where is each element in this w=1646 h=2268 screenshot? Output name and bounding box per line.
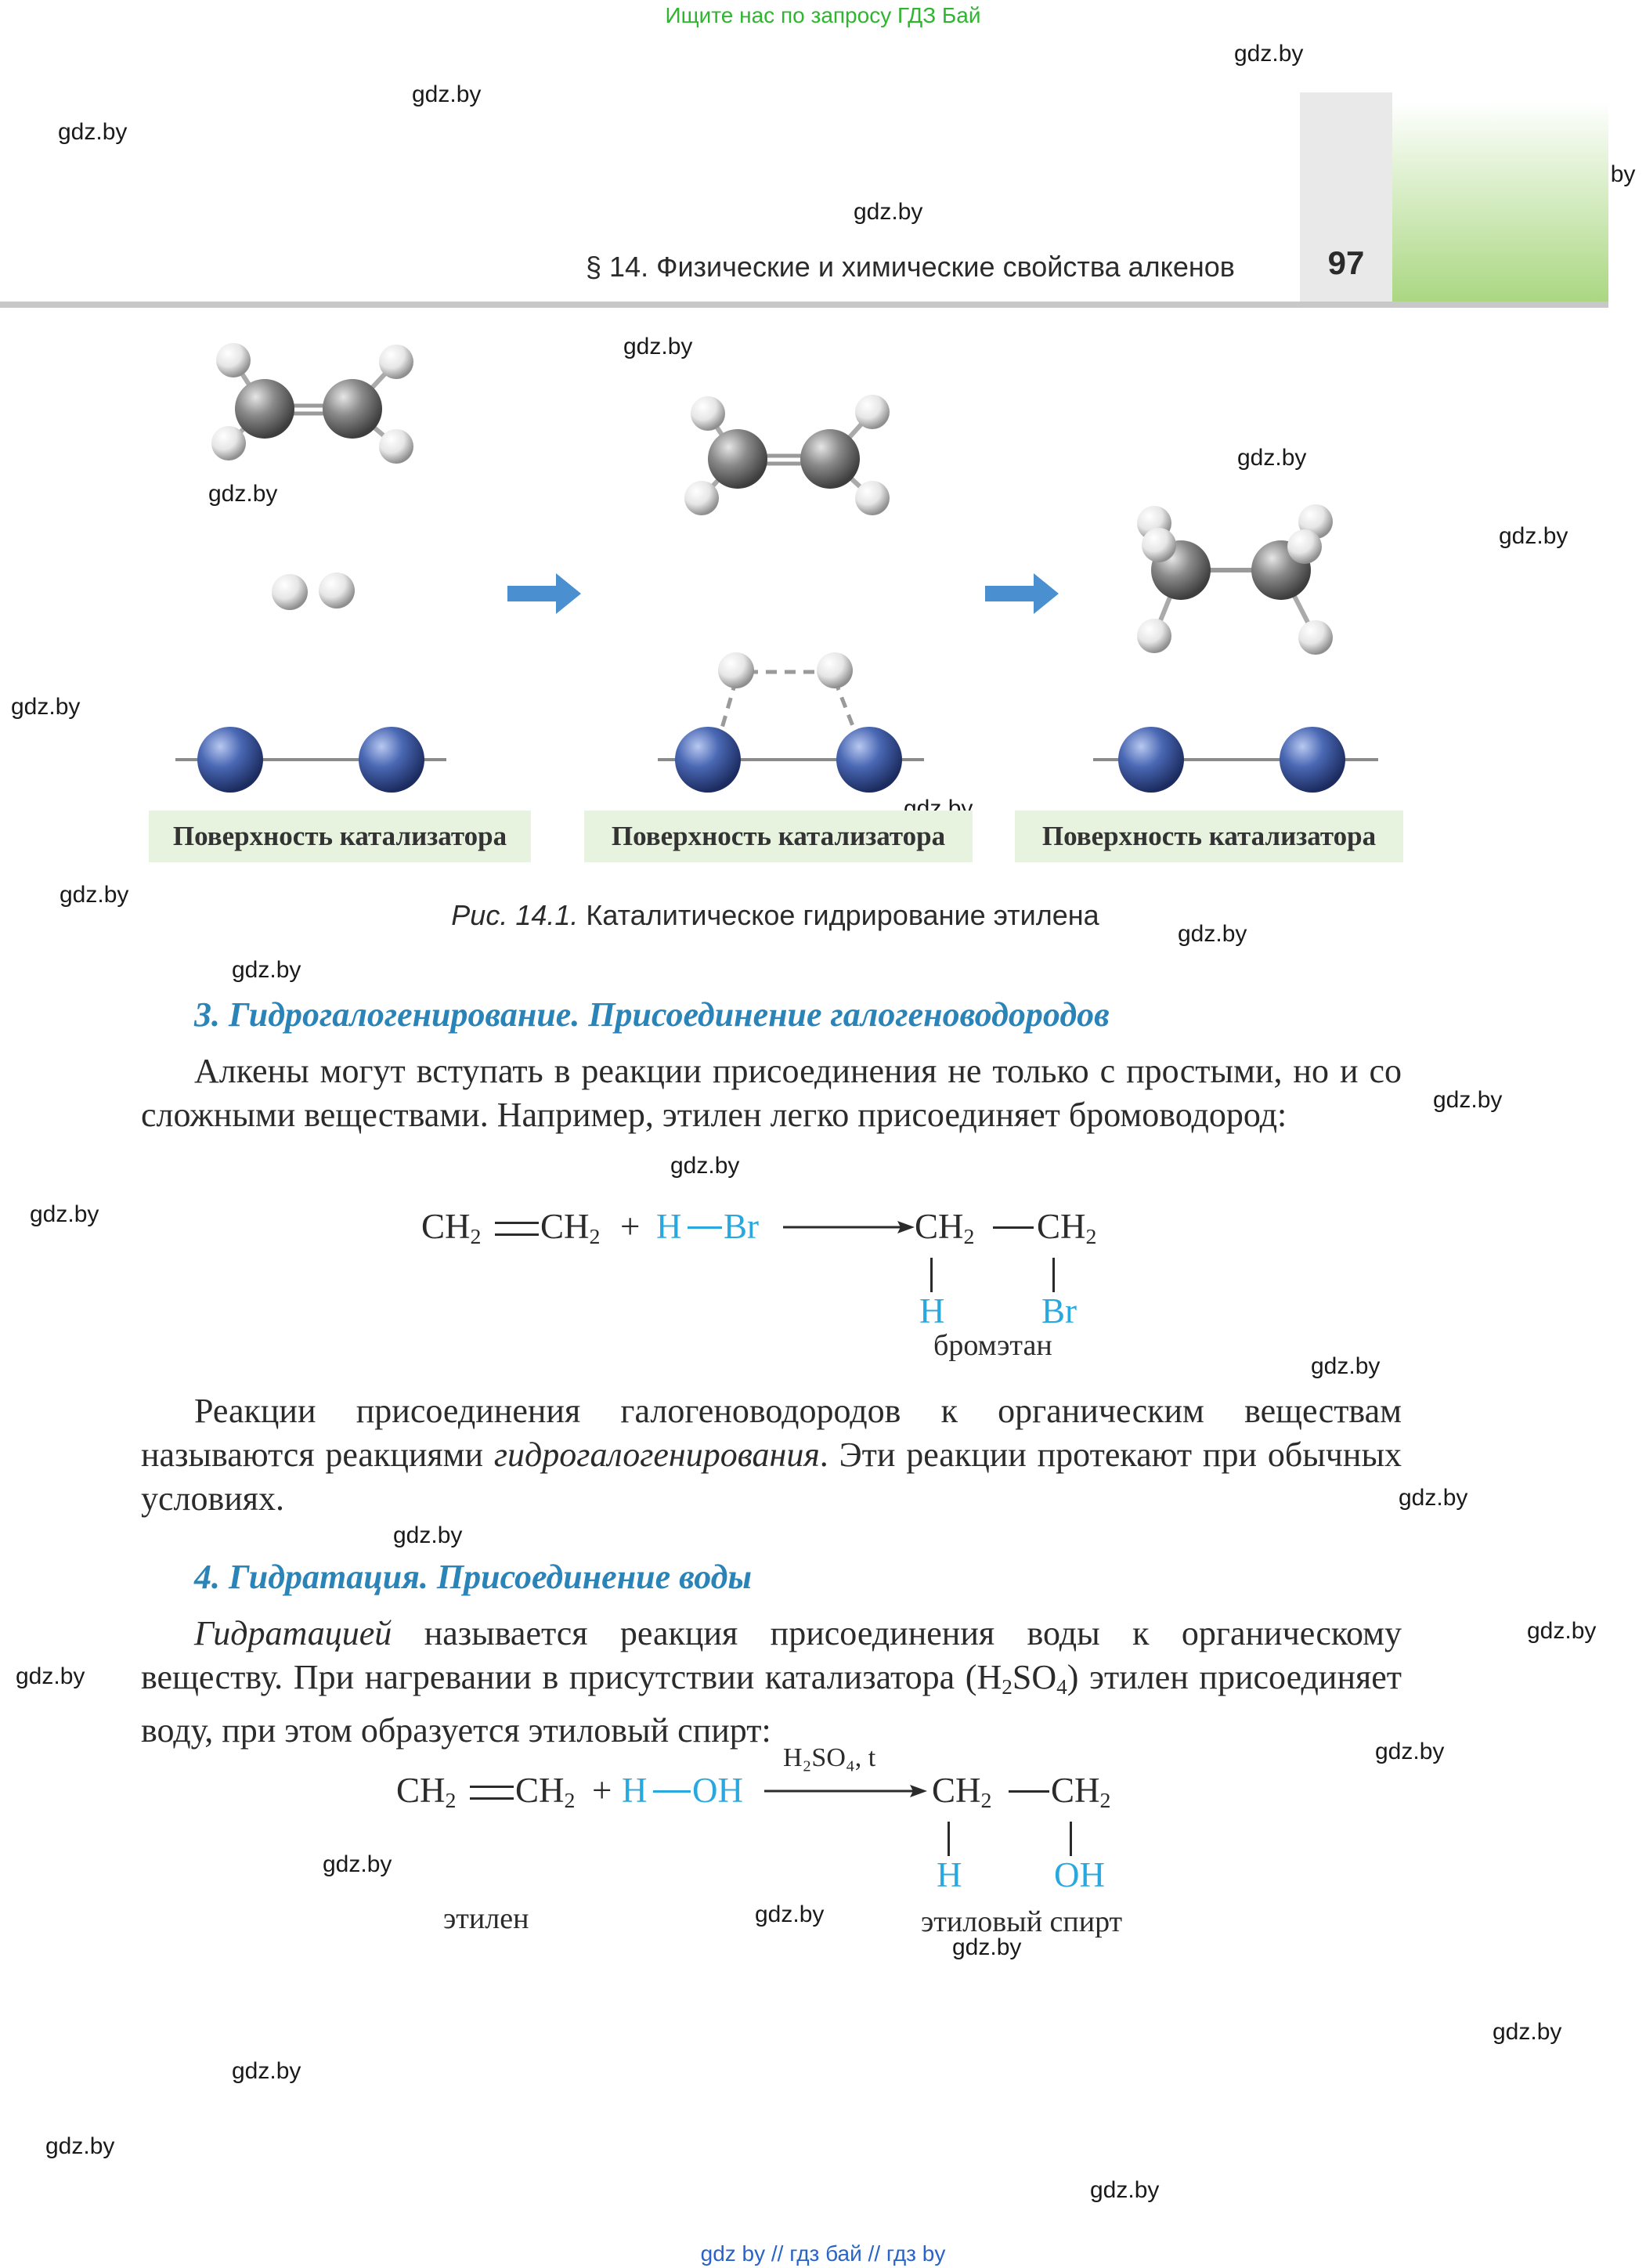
arrow-icon (985, 573, 1059, 614)
single-bond (688, 1226, 722, 1229)
hydrogenation-figure (175, 343, 1378, 793)
watermark: gdz.by (755, 1901, 825, 1927)
hydration-equation: CH2 CH2 + H OH H₂SO₄, t CH2 CH2 H OH эти… (396, 1743, 1123, 1938)
reactant-name: этилен (443, 1902, 529, 1935)
hydrogen-atom (691, 396, 725, 431)
hydrogen-atom (379, 429, 413, 464)
single-bond (653, 1790, 691, 1793)
surface-label-1: Поверхность катализатора (149, 811, 531, 862)
ethylene-molecule-2 (684, 395, 890, 515)
page-number: 97 (1327, 244, 1365, 281)
watermark: gdz.by (1433, 1087, 1503, 1113)
watermark: gdz.by (1527, 1618, 1597, 1644)
vertical-bond (1052, 1258, 1055, 1292)
watermark: gdz.by (670, 1153, 740, 1179)
ethane-molecule (1137, 504, 1333, 655)
caption-text: Каталитическое гидрирование этилена (586, 899, 1099, 931)
watermark: gdz.by (952, 1934, 1022, 1960)
watermark: gdz.by (323, 1851, 392, 1877)
watermark: gdz.by (16, 1663, 85, 1689)
arrow-icon (507, 573, 581, 614)
vertical-bond (1070, 1822, 1072, 1856)
watermark: gdz.by (623, 334, 693, 359)
watermark: gdz.by (1234, 41, 1304, 67)
watermark: gdz.by (1178, 921, 1247, 947)
hydrogen-atom (1287, 529, 1322, 564)
watermark: gdz.by (1399, 1485, 1468, 1511)
watermark: gdz.by (1311, 1353, 1381, 1379)
product-name: этиловый спирт (921, 1905, 1123, 1938)
watermark: gdz.by (30, 1201, 99, 1227)
hydrogen-atom (855, 481, 890, 515)
watermark: gdz.by (1499, 523, 1568, 549)
hydrogen-atom (379, 345, 413, 379)
reaction-arrow (764, 1785, 927, 1797)
top-banner: Ищите нас по запросу ГДЗ Бай (665, 3, 981, 27)
hydrogen-atom (1298, 620, 1333, 655)
hydrogen-atom (211, 426, 246, 460)
watermark: gdz.by (11, 694, 81, 720)
carbon-atom (800, 429, 860, 489)
surface-label-3: Поверхность катализатора (1015, 811, 1403, 862)
double-bond (470, 1786, 514, 1800)
bottom-banner: gdz by // гдз бай // гдз by (700, 2241, 946, 2266)
watermark: gdz.by (60, 882, 129, 908)
watermark: gdz.by (393, 1522, 463, 1548)
hydrogen-molecule (272, 572, 355, 610)
adsorbed-hydrogen (715, 652, 862, 745)
hydrogen-atom (1142, 528, 1176, 562)
watermark: gdz.by (1090, 2177, 1160, 2203)
vertical-bond (930, 1258, 933, 1292)
hydrogen-atom (216, 343, 251, 377)
surface-label-2: Поверхность катализатора (584, 811, 973, 862)
watermark: gdz.by (58, 119, 128, 145)
catalyst-surface-3 (1093, 727, 1378, 793)
page-number-box (1300, 92, 1392, 308)
catalyst-surface-1 (175, 727, 446, 793)
section-3-heading: 3. Гидрогалогенирование. Присоединение г… (194, 995, 1110, 1034)
double-bond (495, 1222, 539, 1236)
watermark: gdz.by (1493, 2019, 1562, 2045)
single-bond (1009, 1790, 1049, 1793)
section-4-heading: 4. Гидратация. Присоединение воды (194, 1558, 752, 1596)
running-title: § 14. Физические и химические свойства а… (586, 251, 1235, 283)
header-rule (0, 302, 1608, 308)
watermark: gdz.by (208, 481, 278, 507)
watermark: gdz.by (412, 81, 482, 107)
hydrogen-atom (684, 481, 719, 515)
carbon-atom (708, 429, 767, 489)
carbon-atom (235, 379, 294, 439)
watermark: gdz.by (854, 199, 923, 225)
watermark: gdz.by (232, 957, 301, 983)
ethylene-molecule-1 (211, 343, 413, 464)
watermark: gdz.by (45, 2133, 115, 2159)
carbon-atom (323, 379, 382, 439)
reaction-arrow (783, 1221, 915, 1233)
watermark: gdz.by (232, 2058, 301, 2084)
vertical-bond (948, 1822, 950, 1856)
watermark: gdz.by (1375, 1739, 1445, 1764)
reaction-condition: H₂SO₄, t (783, 1743, 876, 1772)
section-3-paragraph-2: Реакции присоединения галогеноводородов … (141, 1392, 1402, 1518)
single-bond (993, 1226, 1034, 1229)
product-name: бромэтан (933, 1329, 1052, 1362)
hydrobromination-equation: CH2 CH2 + H Br CH2 CH2 H Br бромэтан (421, 1207, 1097, 1362)
hydrogen-atom (855, 395, 890, 429)
watermark: gdz.by (1237, 445, 1307, 471)
hydrogen-atom (1137, 619, 1171, 653)
section-4-paragraph: Гидратацией называется реакция присоедин… (141, 1614, 1402, 1750)
caption-prefix: Рис. 14.1. (451, 899, 579, 931)
catalyst-surface-2 (658, 727, 924, 793)
section-3-paragraph-1: Алкены могут вступать в реакции присоеди… (141, 1052, 1402, 1134)
header-accent (1392, 102, 1608, 308)
figure-caption: Рис. 14.1. Каталитическое гидрирование э… (0, 899, 1550, 932)
